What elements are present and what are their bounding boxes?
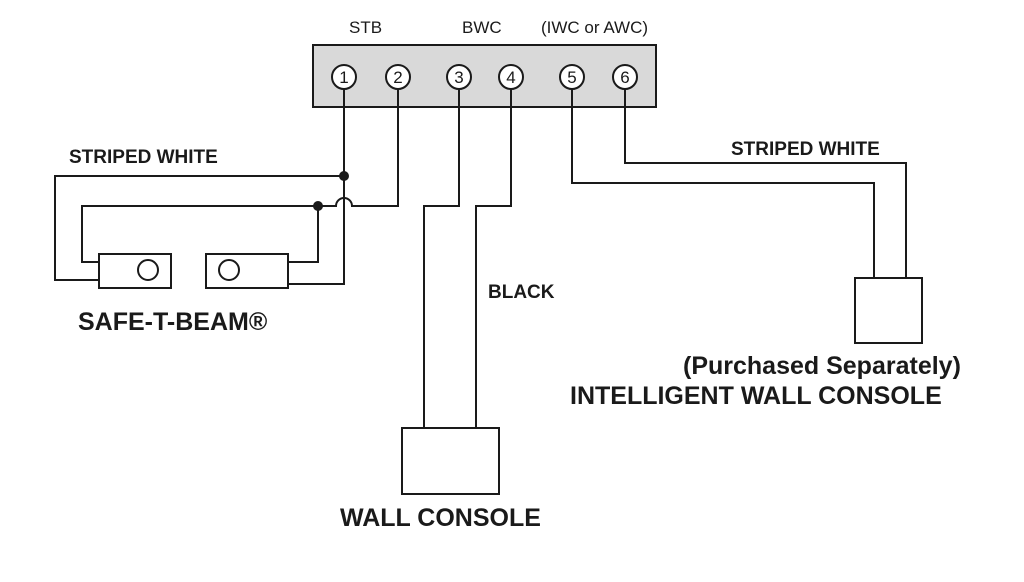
terminal-2: 2 xyxy=(385,64,411,90)
wall-console-wire-label: BLACK xyxy=(488,282,555,303)
junction-dot xyxy=(339,171,349,181)
safe-t-beam-wiring xyxy=(54,89,399,285)
terminal-3: 3 xyxy=(446,64,472,90)
iwc-awc-label: (IWC or AWC) xyxy=(541,18,648,37)
terminal-5: 5 xyxy=(559,64,585,90)
terminal-1-label: 1 xyxy=(339,68,348,87)
junction-dot xyxy=(313,201,323,211)
iwc-wiring xyxy=(571,89,907,278)
safe-t-beam-label: SAFE-T-BEAM® xyxy=(78,308,268,336)
iwc-box xyxy=(854,277,923,344)
safe-t-beam-wire-label: STRIPED WHITE xyxy=(69,147,218,168)
iwc-label: INTELLIGENT WALL CONSOLE xyxy=(570,382,942,410)
terminal-4: 4 xyxy=(498,64,524,90)
safe-t-beam-sensor-left xyxy=(98,253,172,289)
terminal-6-label: 6 xyxy=(620,68,629,87)
terminal-5-label: 5 xyxy=(567,68,576,87)
stb-label: STB xyxy=(349,18,382,37)
terminal-strip: 1 2 3 4 5 6 xyxy=(312,44,657,108)
bwc-label: BWC xyxy=(462,18,502,37)
safe-t-beam-sensor-right xyxy=(205,253,289,289)
terminal-4-label: 4 xyxy=(506,68,515,87)
iwc-wire-label: STRIPED WHITE xyxy=(731,139,880,160)
terminal-1: 1 xyxy=(331,64,357,90)
terminal-3-label: 3 xyxy=(454,68,463,87)
iwc-note-label: (Purchased Separately) xyxy=(683,352,961,380)
terminal-6: 6 xyxy=(612,64,638,90)
terminal-2-label: 2 xyxy=(393,68,402,87)
wall-console-box xyxy=(401,427,500,495)
wall-console-label: WALL CONSOLE xyxy=(340,504,541,532)
wall-console-wiring xyxy=(423,89,512,428)
